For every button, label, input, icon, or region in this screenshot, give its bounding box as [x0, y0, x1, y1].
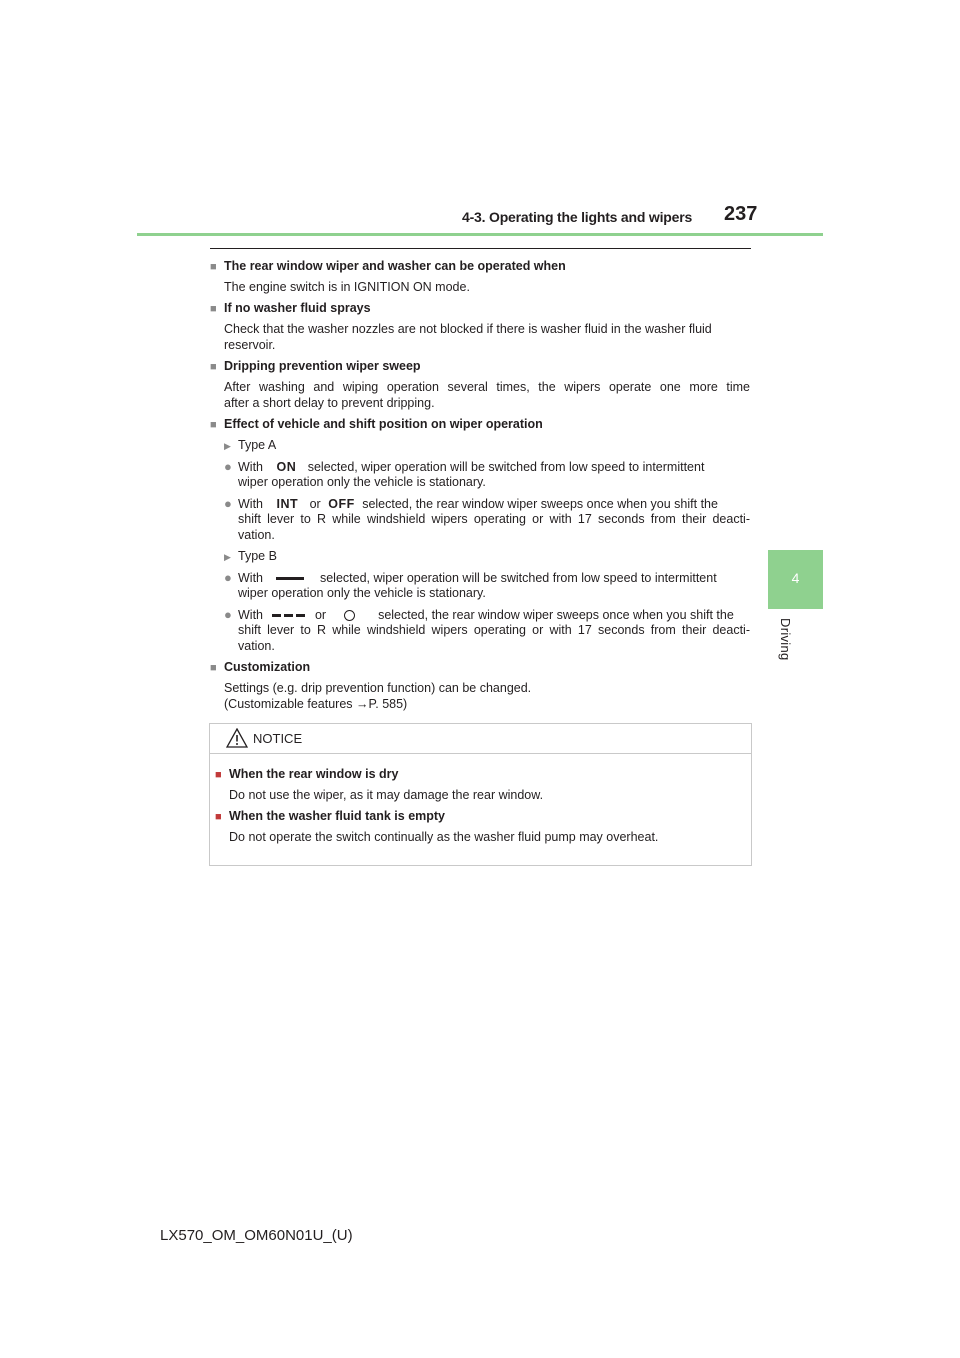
type-b-item-2-line2: shift lever to R while windshield wipers…	[238, 623, 750, 637]
body-no-fluid-1: Check that the washer nozzles are not bl…	[224, 322, 712, 336]
notice-header: NOTICE	[210, 724, 751, 754]
on-switch-icon: ON	[276, 460, 297, 474]
body-drip-2: after a short delay to prevent dripping.	[224, 396, 435, 410]
off-switch-icon: OFF	[328, 497, 355, 511]
heading-customization: ■Customization	[210, 660, 311, 674]
body-rear-wiper: The engine switch is in IGNITION ON mode…	[224, 280, 470, 294]
dashed-line-icon	[272, 614, 306, 618]
round-bullet-icon: ●	[224, 570, 232, 585]
type-b-item-2-line3: vation.	[238, 639, 275, 653]
type-b-item-2: ●With or selected, the rear window wiper…	[224, 607, 734, 622]
section-title: 4-3. Operating the lights and wipers	[462, 209, 693, 225]
type-a-item-1: ●With ON selected, wiper operation will …	[224, 459, 705, 474]
type-a-label: ▶Type A	[224, 438, 277, 452]
document-code: LX570_OM_OM60N01U_(U)	[160, 1227, 353, 1244]
square-bullet-icon: ■	[210, 662, 217, 674]
round-bullet-icon: ●	[224, 607, 232, 622]
solid-line-icon	[276, 577, 305, 581]
square-bullet-icon: ■	[215, 811, 222, 823]
page-number: 237	[724, 203, 758, 225]
heading-drip: ■Dripping prevention wiper sweep	[210, 359, 421, 373]
notice-heading-2: ■When the washer fluid tank is empty	[215, 809, 446, 823]
body-drip-1: After washing and wiping operation sever…	[224, 380, 750, 394]
int-switch-icon: INT	[276, 497, 299, 511]
body-customization-2: (Customizable features →P. 585)	[224, 697, 408, 711]
square-bullet-icon: ■	[210, 361, 217, 373]
type-a-item-2: ●With INT or OFF selected, the rear wind…	[224, 496, 718, 511]
triangle-arrow-icon: ▶	[224, 441, 231, 451]
content-top-rule	[210, 248, 751, 249]
chapter-number: 4	[791, 570, 800, 586]
type-a-item-2-line2: shift lever to R while windshield wipers…	[238, 512, 750, 526]
notice-body-1: Do not use the wiper, as it may damage t…	[229, 788, 544, 802]
heading-no-fluid: ■If no washer fluid sprays	[210, 301, 371, 315]
type-b-item-1-line2: wiper operation only the vehicle is stat…	[238, 586, 486, 600]
round-bullet-icon: ●	[224, 459, 232, 474]
type-a-item-1-line2: wiper operation only the vehicle is stat…	[238, 475, 486, 489]
square-bullet-icon: ■	[210, 303, 217, 315]
page-reference-link[interactable]: P. 585	[368, 697, 404, 711]
square-bullet-icon: ■	[210, 261, 217, 273]
notice-body-2: Do not operate the switch continually as…	[229, 830, 659, 844]
round-bullet-icon: ●	[224, 496, 232, 511]
chapter-label: Driving	[778, 618, 793, 661]
body-no-fluid-2: reservoir.	[224, 338, 276, 352]
triangle-arrow-icon: ▶	[224, 552, 231, 562]
chapter-tab: 4	[768, 550, 823, 609]
type-a-item-2-line3: vation.	[238, 528, 275, 542]
header-rule	[137, 233, 823, 236]
heading-rear-wiper: ■The rear window wiper and washer can be…	[210, 259, 566, 273]
square-bullet-icon: ■	[210, 419, 217, 431]
heading-effect: ■Effect of vehicle and shift position on…	[210, 417, 543, 431]
circle-icon	[343, 610, 355, 622]
type-b-label: ▶Type B	[224, 549, 277, 563]
warning-icon	[226, 728, 248, 748]
square-bullet-icon: ■	[215, 769, 222, 781]
notice-title: NOTICE	[253, 731, 303, 746]
body-customization-1: Settings (e.g. drip prevention function)…	[224, 681, 532, 695]
arrow-right-icon: →	[356, 697, 369, 711]
notice-box: NOTICE ■When the rear window is dry Do n…	[209, 723, 752, 866]
notice-heading-1: ■When the rear window is dry	[215, 767, 399, 781]
type-b-item-1: ●With selected, wiper operation will be …	[224, 570, 717, 585]
